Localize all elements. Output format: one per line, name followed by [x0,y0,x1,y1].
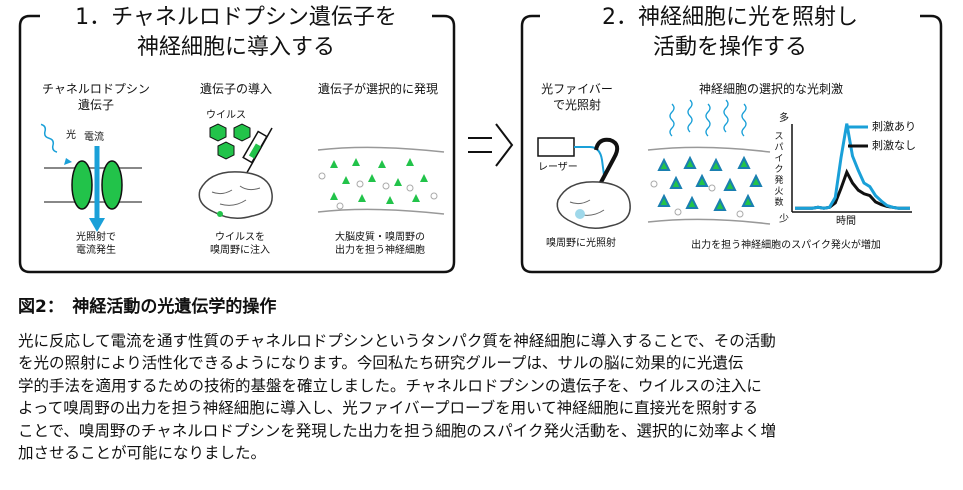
panel2-title-line2: 活動を操作する [652,35,807,60]
p1-col1-bottom2: 電流発生 [76,245,116,256]
channelrhodopsin-diagram [40,123,142,232]
description-line: よって嗅周野の出力を担う神経細胞に導入し、光ファイバープローブを用いて神経細胞に… [18,399,759,418]
legend-nostim-label: 刺激なし [872,139,916,152]
p1-col1-title1: チャネルロドプシン [42,82,150,96]
p2-col1-title2: で光照射 [552,98,601,112]
panel1-frame [18,14,456,274]
figure-description: 光に反応して電流を通す性質のチャネルロドプシンというタンパク質を神経細胞に導入す… [18,330,953,464]
description-line: 学的手法を適用するための技術的基盤を確立しました。チャネルロドプシンの遺伝子を、… [18,376,762,395]
light-stimulation-diagram [647,99,771,225]
current-label: 電流 [84,132,104,143]
p1-col2-title: 遺伝子の導入 [199,82,272,96]
p1-col1-title2: 遺伝子 [77,98,114,112]
series-line [795,168,910,210]
laser-label: レーザー [538,162,578,173]
p1-col2-bottom2: 嗅周野に注入 [210,245,270,256]
panel2-frame [520,14,943,274]
legend-stim-label: 刺激あり [872,120,916,133]
p1-col2-bottom1: ウイルスを [215,232,265,243]
virus-injection-diagram [198,123,273,219]
description-line: を光の照射により活性化できるようになります。今回私たち研究グループは、サルの脳に… [18,354,744,373]
chart-y-top: 多 [779,113,789,124]
panel1-title-line1: 1．チャネルロドプシン遺伝子を [75,5,397,30]
chart-y-bottom: 少 [779,214,789,225]
light-label: 光 [66,130,76,141]
description-line: 光に反応して電流を通す性質のチャネルロドプシンというタンパク質を神経細胞に導入す… [18,332,776,350]
p1-col3-bottom1: 大脳皮質・嗅周野の [335,232,425,243]
p2-col1-title1: 光ファイバー [541,82,613,96]
chart-y-label: スパイク発火数 [774,132,784,208]
p2-col1-bottom: 嗅周野に光照射 [546,238,616,249]
panel1-title-line2: 神経細胞に導入する [136,35,335,60]
chart-x-label: 時間 [836,216,856,227]
figure-title: 図2： 神経活動の光遺伝学的操作 [18,297,277,317]
virus-label: ウイルス [206,110,246,121]
description-line: ことで、嗅周野のチャネルロドプシンを発現した出力を担う細胞のスパイク発火活動を、… [18,421,776,440]
p2-col2-title: 神経細胞の選択的な光刺激 [698,82,843,96]
series-line [795,123,910,210]
p2-col2-bottom: 出力を担う神経細胞のスパイク発火が増加 [691,240,881,251]
p1-col3-title: 遺伝子が選択的に発現 [317,82,438,96]
expressed-tissue-diagram [317,146,445,215]
description-line: 加させることが可能になりました。 [18,444,267,463]
chart-plot [795,123,910,210]
laser-fiber-diagram [537,137,631,229]
panel2-title-line1: 2．神経細胞に光を照射し [602,5,858,30]
p1-col1-bottom1: 光照射で [76,232,116,243]
arrow-icon [468,123,514,167]
chart-axes [791,124,912,213]
p1-col3-bottom2: 出力を担う神経細胞 [335,245,425,256]
